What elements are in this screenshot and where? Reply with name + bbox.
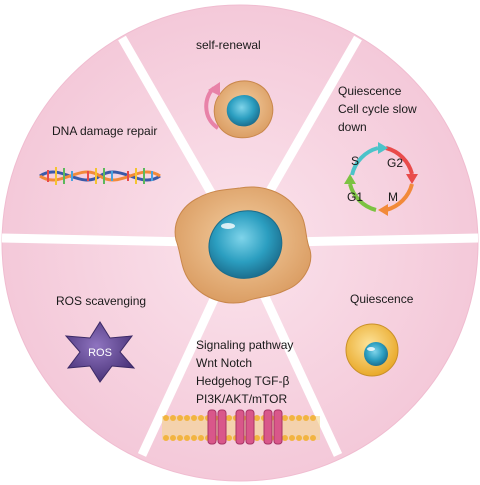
label-quiescence: Quiescence [350,292,414,306]
membrane-lipid-head [163,435,169,441]
label-quiescence-line-3: down [338,120,367,134]
membrane-lipid-head [177,415,183,421]
quiescent-cell [345,323,399,377]
membrane-lipid-head [310,415,316,421]
membrane-lipid-head [191,435,197,441]
membrane-lipid-head [254,415,260,421]
membrane-lipid-head [289,415,295,421]
membrane-lipid-head [198,435,204,441]
membrane-lipid-head [303,415,309,421]
membrane-lipid-head [191,415,197,421]
membrane-lipid-head [226,415,232,421]
label-signaling-line-2: Wnt Notch [196,356,253,370]
dna-helix-icon [39,167,161,185]
label-quiescence-cycle: Quiescence Cell cycle slow down [338,82,417,136]
membrane-receptor [207,409,283,445]
cycle-phase-g2: G2 [386,156,403,170]
membrane-lipid-head [184,435,190,441]
membrane-lipid-head [282,415,288,421]
label-ros-scavenging: ROS scavenging [56,294,147,308]
ros-star [64,321,136,383]
membrane-lipid-head [226,435,232,441]
membrane-lipid-head [282,435,288,441]
label-signaling-line-1: Signaling pathway [196,338,294,352]
membrane-lipid-head [184,415,190,421]
cell-cycle-arc-g2 [385,146,414,175]
membrane-lipid-head [170,435,176,441]
cell-cycle-arc-m [385,183,414,212]
membrane-lipid-head [310,435,316,441]
membrane-lipid-head [163,415,169,421]
cell-cycle-diagram [344,142,418,216]
cell-membrane-icon [162,409,320,445]
cell-cycle-arc-g1 [348,183,377,212]
membrane-lipid-head [289,435,295,441]
cycle-phase-m: M [388,190,398,204]
label-dna-damage-repair: DNA damage repair [52,124,158,138]
membrane-lipid-head [198,415,204,421]
label-quiescence-line-2: Cell cycle slow [338,102,417,116]
ros-label: ROS [88,347,112,359]
central-stem-cell [174,186,312,304]
cycle-phase-s: S [350,154,359,168]
membrane-lipid-head [296,415,302,421]
label-self-renewal: self-renewal [196,38,261,52]
membrane-lipid-head [177,435,183,441]
membrane-lipid-head [296,435,302,441]
membrane-lipid-head [254,435,260,441]
cycle-phase-g1: G1 [346,190,363,204]
label-quiescence-line-1: Quiescence [338,84,402,98]
membrane-lipid-head [303,435,309,441]
label-signaling-line-4: PI3K/AKT/mTOR [196,392,288,406]
cell-cycle-arc-s [350,146,379,176]
self-renewal-cell [204,80,274,139]
label-signaling-pathway: Signaling pathway Wnt Notch Hedgehog TGF… [196,336,293,408]
label-signaling-line-3: Hedgehog TGF-β [196,374,290,388]
membrane-lipid-head [170,415,176,421]
